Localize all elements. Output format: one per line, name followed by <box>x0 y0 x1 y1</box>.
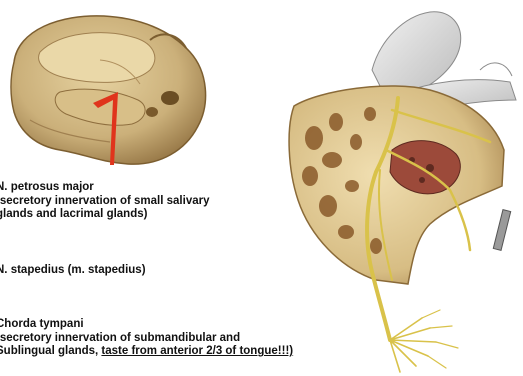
facial-nerve-illustration <box>280 10 523 376</box>
stapedius-label: N. stapedius (m. stapedius) <box>0 264 146 278</box>
stapedius-title: N. stapedius (m. stapedius) <box>0 264 146 278</box>
petrosus-major-desc-line2: glands and lacrimal glands) <box>0 208 209 222</box>
chorda-tympani-desc-plain: Sublingual glands, <box>0 345 101 357</box>
chorda-tympani-taste-note: taste from anterior 2/3 of tongue!!!) <box>101 345 293 357</box>
temporal-bone-illustration <box>0 0 215 190</box>
chorda-tympani-title: Chorda tympani <box>0 318 293 332</box>
chorda-tympani-desc-line2: Sublingual glands, taste from anterior 2… <box>0 345 293 359</box>
chorda-tympani-label: Chorda tympani (secretory innervation of… <box>0 318 293 359</box>
petrosus-major-desc-line1: (secretory innervation of small salivary <box>0 195 209 209</box>
petrosus-major-label: N. petrosus major (secretory innervation… <box>0 181 209 222</box>
chorda-tympani-desc-line1: (secretory innervation of submandibular … <box>0 332 293 346</box>
petrosus-major-title: N. petrosus major <box>0 181 209 195</box>
